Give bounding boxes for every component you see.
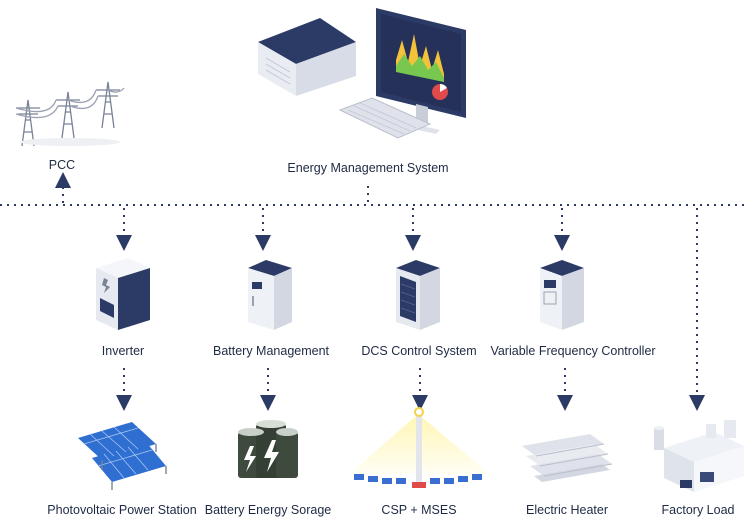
- controller-label-inverter: Inverter: [101, 344, 145, 358]
- controller-label-battery-management: Battery Management: [212, 344, 330, 358]
- pcc-label: PCC: [48, 158, 76, 172]
- controller-label-vfc: Variable Frequency Controller: [490, 344, 656, 358]
- asset-label-factory-load: Factory Load: [661, 503, 735, 517]
- electric-heater-icon: [522, 434, 613, 482]
- asset-label-pv: Photovoltaic Power Station: [47, 503, 197, 517]
- vfc-cabinet-icon: [540, 260, 584, 330]
- battery-storage-icon: [238, 420, 298, 478]
- factory-icon: [654, 420, 744, 492]
- asset-label-battery-storage: Battery Energy Sorage: [204, 503, 332, 517]
- controller-label-dcs: DCS Control System: [361, 344, 477, 358]
- ems-label: Energy Management System: [287, 161, 449, 175]
- server-icon: [258, 18, 356, 96]
- csp-tower-icon: [350, 407, 490, 488]
- battery-management-cabinet-icon: [248, 260, 292, 330]
- dcs-cabinet-icon: [396, 260, 440, 330]
- monitor-icon: [376, 8, 466, 134]
- transmission-tower-icon: [15, 81, 125, 147]
- inverter-icon: [96, 258, 150, 330]
- asset-label-electric-heater: Electric Heater: [526, 503, 608, 517]
- keyboard-icon: [338, 97, 432, 139]
- solar-panel-icon: [78, 422, 167, 490]
- dashboard-chart-icon: [396, 34, 444, 82]
- asset-label-csp: CSP + MSES: [381, 503, 457, 517]
